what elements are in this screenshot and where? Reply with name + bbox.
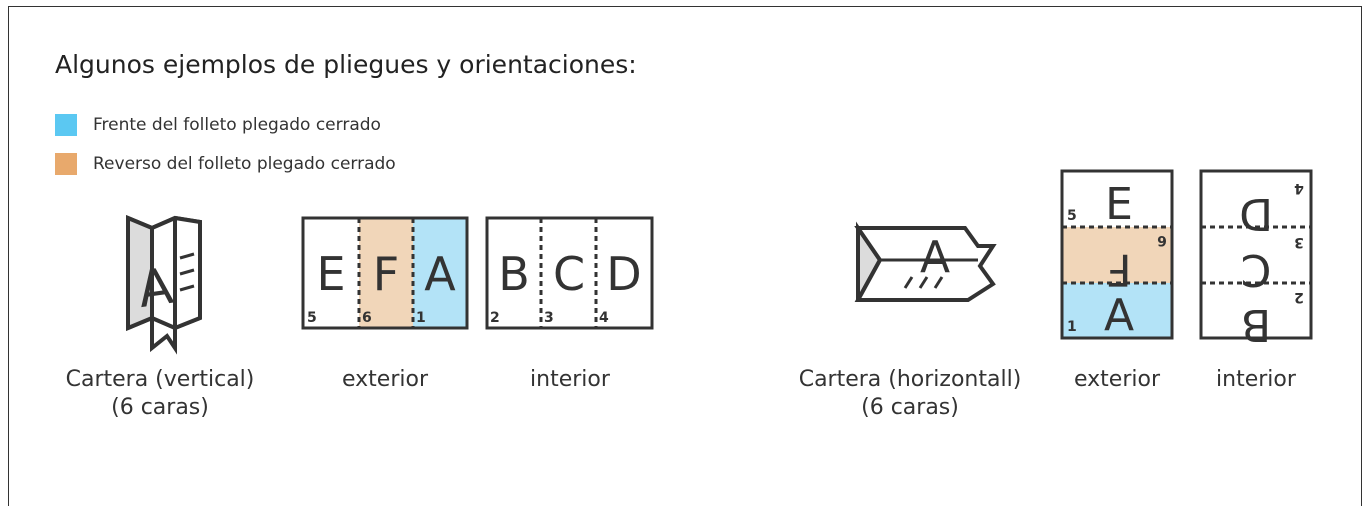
vertical-exterior-num-1: 1 <box>416 310 426 326</box>
horizontal-caption: Cartera (horizontall) (6 caras) <box>775 366 1045 422</box>
horizontal-exterior-num-6: 6 <box>1157 232 1167 248</box>
vertical-interior-num-3: 3 <box>544 310 554 326</box>
vertical-interior-letter-d: D <box>606 247 641 301</box>
vertical-exterior-num-6: 6 <box>362 310 372 326</box>
page-title: Algunos ejemplos de pliegues y orientaci… <box>55 50 637 79</box>
legend-item-front: Frente del folleto plegado cerrado <box>55 114 381 136</box>
legend-label-front: Frente del folleto plegado cerrado <box>93 115 381 135</box>
horizontal-exterior-letter-f: F <box>1106 244 1131 295</box>
legend-label-back: Reverso del folleto plegado cerrado <box>93 154 396 174</box>
horizontal-interior-num-2: 2 <box>1294 289 1304 305</box>
vertical-exterior-back-panel <box>359 218 413 328</box>
legend-swatch-back <box>55 153 77 175</box>
horizontal-fold-icon <box>854 221 997 302</box>
horizontal-exterior-panels <box>1060 169 1174 340</box>
horizontal-exterior-num-1: 1 <box>1067 319 1077 335</box>
vertical-fold-icon <box>126 215 202 355</box>
vertical-caption-line1: Cartera (vertical) <box>65 367 255 392</box>
vertical-exterior-panels <box>301 216 469 330</box>
vertical-interior-num-4: 4 <box>599 310 609 326</box>
vertical-icon-letter: A <box>134 257 176 319</box>
horizontal-icon-letter: A <box>920 232 950 283</box>
vertical-exterior-num-5: 5 <box>307 310 317 326</box>
vertical-exterior-letter-a: A <box>424 247 456 301</box>
fold-diagrams: A E F A 5 6 1 B C D 2 3 4 A E F A <box>126 169 1313 355</box>
horizontal-interior-letter-d: D <box>1239 188 1273 239</box>
legend-item-back: Reverso del folleto plegado cerrado <box>55 153 396 175</box>
horizontal-exterior-letter-e: E <box>1105 179 1133 230</box>
horizontal-caption-line2: (6 caras) <box>861 395 959 420</box>
horizontal-interior-panels <box>1199 169 1313 340</box>
horizontal-exterior-num-5: 5 <box>1067 208 1077 224</box>
vertical-interior-num-2: 2 <box>490 310 500 326</box>
vertical-exterior-front-panel <box>413 218 467 328</box>
page-frame <box>8 6 1362 506</box>
vertical-interior-panels <box>485 216 654 330</box>
vertical-caption: Cartera (vertical) (6 caras) <box>45 366 275 422</box>
vertical-caption-line2: (6 caras) <box>111 395 209 420</box>
vertical-exterior-letter-e: E <box>316 247 345 301</box>
vertical-exterior-caption: exterior <box>342 367 428 392</box>
horizontal-caption-line1: Cartera (horizontall) <box>798 367 1022 392</box>
horizontal-interior-letter-b: B <box>1241 299 1271 350</box>
horizontal-interior-num-4: 4 <box>1294 180 1304 196</box>
vertical-interior-letter-c: C <box>553 247 585 301</box>
horizontal-interior-letter-c: C <box>1241 244 1272 295</box>
vertical-exterior-letter-f: F <box>373 247 399 301</box>
horizontal-exterior-caption: exterior <box>1074 367 1160 392</box>
horizontal-exterior-front-panel <box>1062 283 1172 338</box>
horizontal-exterior-back-panel <box>1062 227 1172 283</box>
vertical-interior-caption: interior <box>530 367 610 392</box>
legend-swatch-front <box>55 114 77 136</box>
horizontal-interior-caption: interior <box>1216 367 1296 392</box>
horizontal-exterior-letter-a: A <box>1104 290 1134 341</box>
horizontal-interior-num-3: 3 <box>1294 234 1304 250</box>
vertical-interior-letter-b: B <box>498 247 530 301</box>
